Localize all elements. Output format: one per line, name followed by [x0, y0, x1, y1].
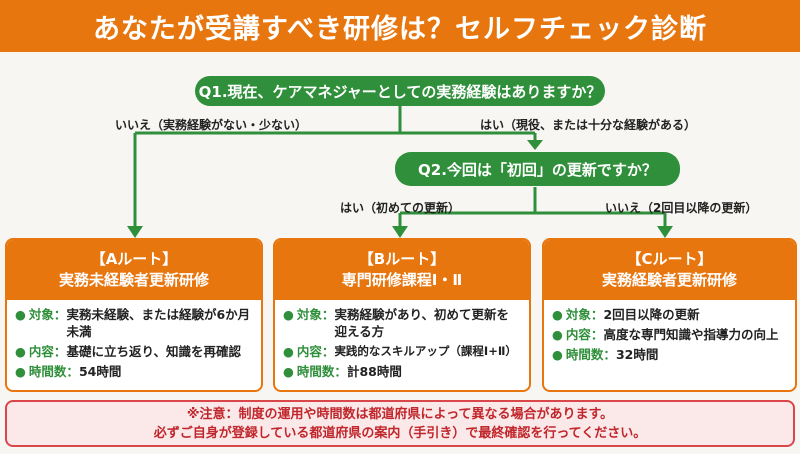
- list-item: ●内容：高度な専門知識や指導力の向上: [552, 327, 779, 342]
- route-label: 【Bルート】: [358, 250, 446, 268]
- question-1: Q1.現在、ケアマネジャーとしての実務経験はありますか？: [195, 76, 605, 106]
- list-item: ●対象：実務経験があり、初めて更新を迎える方: [283, 307, 509, 339]
- route-name: 専門研修課程Ⅰ・Ⅱ: [341, 271, 463, 289]
- note-line: ※注意：制度の運用や時間数は都道府県によって異なる場合があります。: [186, 406, 614, 422]
- route-b-card: 【Bルート】専門研修課程Ⅰ・Ⅱ ●対象：実務経験があり、初めて更新を迎える方 ●…: [273, 238, 531, 392]
- caution-note: ※注意：制度の運用や時間数は都道府県によって異なる場合があります。 必ずご自身が…: [5, 400, 795, 447]
- list-item: ●内容：基礎に立ち返り、知識を再確認: [15, 344, 241, 359]
- list-item: ●対象：2回目以降の更新: [552, 307, 700, 322]
- question-2: Q2.今回は「初回」の更新ですか？: [395, 152, 680, 186]
- list-item: ●時間数：計88時間: [283, 364, 402, 379]
- q2-no-label: いいえ（2回目以降の更新）: [605, 201, 758, 215]
- arrow-to-b: [392, 226, 408, 238]
- list-item: ●時間数：32時間: [552, 347, 659, 362]
- list-item: ●内容：実践的なスキルアップ（課程Ⅰ+Ⅱ）: [283, 344, 517, 359]
- arrow-to-c: [657, 226, 673, 238]
- arrow-to-a: [127, 226, 143, 238]
- route-name: 実務未経験者更新研修: [58, 271, 209, 289]
- q2-yes-label: はい（初めての更新）: [340, 201, 461, 215]
- route-label: 【Cルート】: [626, 250, 713, 268]
- route-label: 【Aルート】: [90, 250, 178, 268]
- route-name: 実務経験者更新研修: [601, 271, 737, 289]
- q1-no-label: いいえ（実務経験がない・少ない）: [115, 118, 308, 132]
- route-c-card: 【Cルート】実務経験者更新研修 ●対象：2回目以降の更新 ●内容：高度な専門知識…: [542, 238, 797, 392]
- arrow-to-q2: [527, 140, 543, 150]
- list-item: ●時間数：54時間: [15, 364, 122, 379]
- list-item: ●対象：実務未経験、または経験が6か月未満: [15, 307, 251, 339]
- q1-yes-label: はい（現役、または十分な経験がある）: [480, 118, 697, 132]
- note-line: 必ずご自身が登録している都道府県の案内（手引き）で最終確認を行ってください。: [153, 425, 647, 441]
- page-title: あなたが受講すべき研修は？セルフチェック診断: [0, 0, 800, 52]
- route-a-card: 【Aルート】実務未経験者更新研修 ●対象：実務未経験、または経験が6か月未満 ●…: [5, 238, 263, 392]
